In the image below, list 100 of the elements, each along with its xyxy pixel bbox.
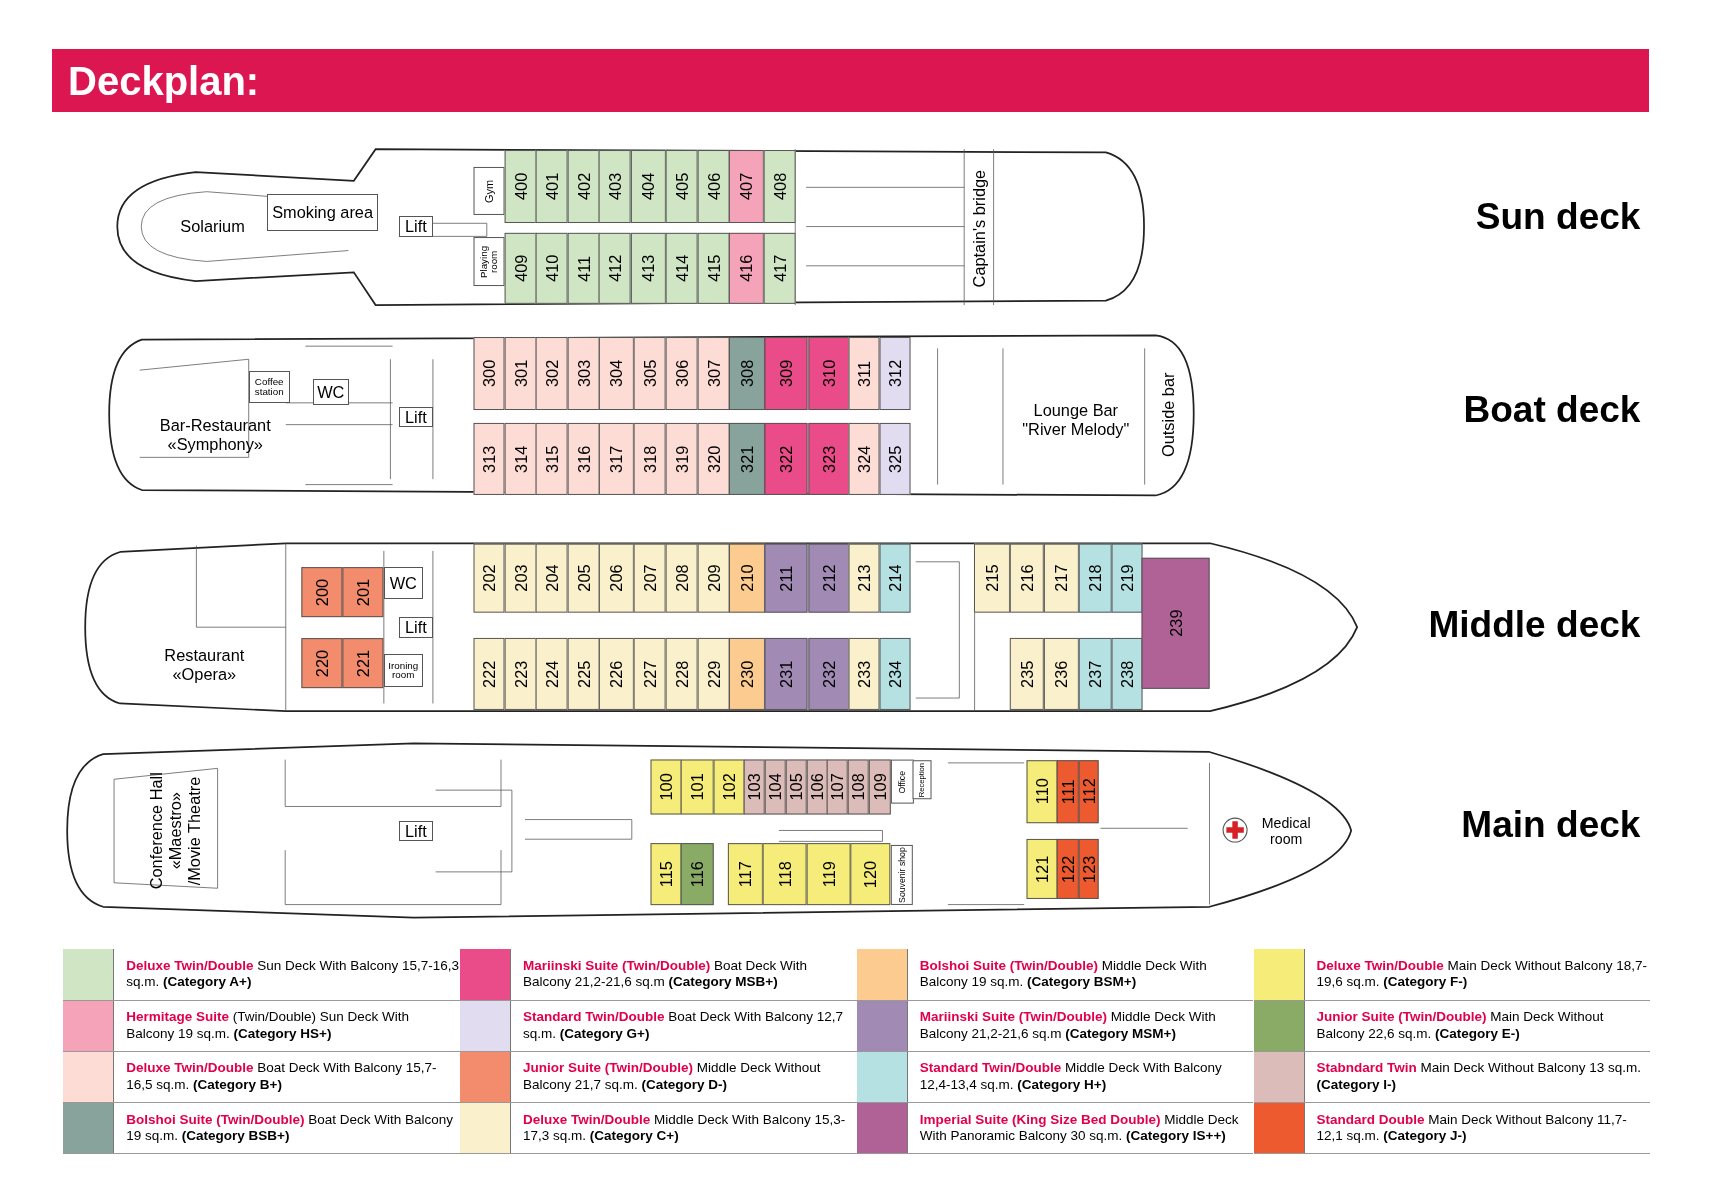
cabin: 220 — [300, 637, 343, 688]
cabin: 303 — [567, 336, 600, 410]
cabin: 212 — [807, 543, 850, 613]
cabin: 201 — [342, 566, 384, 617]
cabin: 416 — [729, 233, 765, 305]
cabin: 103 — [744, 759, 766, 815]
cabin: 410 — [536, 233, 568, 305]
legend-text: Bolshoi Suite (Twin/Double) Boat Deck With Balcony 19 sq.m. (Category BSB+) — [126, 1111, 455, 1145]
cabin: 236 — [1044, 637, 1080, 710]
room-label: Lounge Bar "River Melody" — [1011, 392, 1141, 447]
cabin: 222 — [474, 637, 505, 710]
deck-heading: Main deck — [1461, 802, 1641, 847]
cabin: 205 — [567, 543, 600, 613]
room-box: Gym — [474, 166, 505, 215]
legend-text: Mariinski Suite (Twin/Double) Boat Deck With Balcony 21,2-21,6 sq.m (Category MSB+) — [522, 958, 808, 991]
cabin: 109 — [868, 759, 891, 815]
cabin: 208 — [665, 543, 698, 613]
cabin: 214 — [879, 543, 911, 613]
cabin: 301 — [504, 336, 537, 410]
cabin: 108 — [848, 759, 869, 815]
cabin: 210 — [729, 543, 766, 613]
legend-text: Bolshoi Suite (Twin/Double) Middle Deck With Balcony 19 sq.m. (Category BSM+) — [919, 958, 1208, 991]
cabin: 304 — [599, 336, 635, 410]
cabin: 317 — [599, 422, 635, 495]
cabin: 107 — [827, 759, 848, 815]
cabin: 307 — [697, 336, 730, 410]
cabin: 105 — [785, 759, 807, 815]
legend-text: Imperial Suite (King Size Bed Double) Middle Deck With Panoramic Balcony 30 sq.m. (Category IS++) — [919, 1111, 1240, 1145]
legend-text: Standard Double Main Deck Without Balcony 11,7-12,1 sq.m. (Category J-) — [1316, 1111, 1628, 1145]
legend-text: Junior Suite (Twin/Double) Middle Deck Without Balcony 21,7 sq.m. (Category D-) — [522, 1060, 822, 1094]
cabin: 115 — [650, 842, 682, 905]
cabin: 402 — [567, 150, 600, 224]
cabin: 204 — [536, 543, 568, 613]
cabin: 233 — [849, 637, 880, 710]
cabin: 403 — [599, 150, 632, 224]
cabin: 102 — [713, 759, 745, 815]
cabin: 405 — [665, 150, 698, 224]
cabin: 121 — [1026, 839, 1058, 900]
cabin: 412 — [599, 233, 632, 305]
cabin: 237 — [1079, 637, 1112, 710]
cabin: 230 — [729, 637, 766, 710]
room-box: WC — [383, 566, 423, 600]
cabin: 306 — [665, 336, 698, 410]
legend-text: Deluxe Twin/Double Boat Deck With Balcony 15,7-16,5 sq.m. (Category B+) — [126, 1060, 438, 1094]
room-box: Smoking area — [267, 194, 379, 232]
cabin: 324 — [849, 422, 880, 495]
cabin: 320 — [697, 422, 730, 495]
cabin: 400 — [504, 150, 537, 224]
cabin: 221 — [342, 637, 384, 688]
room-label: Bar-Restaurant «Symphony» — [147, 414, 284, 456]
cabin: 409 — [504, 233, 537, 305]
cabin: 217 — [1044, 543, 1080, 613]
room-box: Playing room — [474, 236, 505, 286]
cabin: 312 — [879, 336, 911, 410]
cabin: 413 — [631, 233, 666, 305]
cabin: 322 — [765, 422, 808, 495]
room-label: Conference Hall «Maestro» /Movie Theatre — [136, 768, 215, 894]
cabin: 305 — [634, 336, 666, 410]
cabin: 310 — [807, 336, 850, 410]
cabin: 325 — [879, 422, 911, 495]
cabin: 100 — [650, 759, 682, 815]
cabin: 314 — [504, 422, 537, 495]
cabin: 417 — [764, 233, 796, 305]
cabin: 311 — [849, 336, 880, 410]
cabin: 226 — [599, 637, 635, 710]
cabin: 316 — [567, 422, 600, 495]
cabin: 229 — [697, 637, 730, 710]
cabin: 120 — [850, 842, 891, 905]
cabin: 203 — [504, 543, 537, 613]
cabin: 101 — [681, 759, 714, 815]
cabin: 224 — [536, 637, 568, 710]
cabin: 206 — [599, 543, 635, 613]
cabin: 408 — [764, 150, 796, 224]
room-label: Outside bar — [1155, 359, 1182, 469]
cabin: 225 — [567, 637, 600, 710]
cabin: 104 — [765, 759, 786, 815]
cabin: 234 — [879, 637, 911, 710]
cabin: 112 — [1079, 759, 1099, 823]
cabin: 406 — [697, 150, 730, 224]
deck-heading: Sun deck — [1475, 194, 1641, 239]
deck-heading: Middle deck — [1428, 601, 1641, 647]
cabin: 232 — [807, 637, 850, 710]
cabin: 223 — [504, 637, 537, 710]
room-label: Captain's bridge — [964, 152, 995, 303]
room-label: Solarium — [168, 215, 257, 238]
cabin: 302 — [536, 336, 568, 410]
cabin: 111 — [1057, 759, 1080, 823]
legend-text: Deluxe Twin/Double Sun Deck With Balcony 15,7-16,3 sq.m. (Category A+) — [126, 958, 460, 991]
cabin: 209 — [697, 543, 730, 613]
cabin: 211 — [765, 543, 808, 613]
cabin: 207 — [634, 543, 666, 613]
cabin: 122 — [1057, 839, 1080, 900]
room-box: WC — [312, 379, 349, 406]
cabin: 239 — [1142, 558, 1210, 689]
deck-heading: Boat deck — [1463, 386, 1641, 432]
cabin: 404 — [631, 150, 666, 224]
cabin: 411 — [567, 233, 600, 305]
cabin: 415 — [697, 233, 730, 305]
cabin: 414 — [665, 233, 698, 305]
cabin: 215 — [974, 543, 1011, 613]
